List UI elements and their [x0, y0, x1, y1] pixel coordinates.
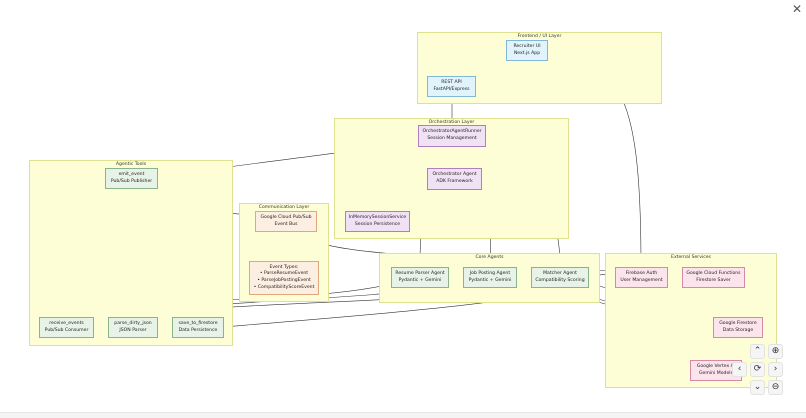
node-subtitle: Compatibility Scoring	[535, 277, 585, 283]
node-subtitle: Data Storage	[722, 327, 754, 333]
node-subtitle: Next.js App	[513, 50, 541, 56]
node-title: Orchestrator Agent	[432, 172, 477, 178]
node-save-to-firestore[interactable]: save_to_firestore Data Persistence	[172, 317, 224, 338]
node-receive-events[interactable]: receive_events Pub/Sub Consumer	[39, 317, 94, 338]
chevron-down-icon: ⌄	[753, 382, 762, 392]
node-parse-dirty-json[interactable]: parse_dirty_json JSON Parser	[108, 317, 158, 338]
group-label: Agentic Tools	[115, 162, 147, 167]
pan-right-button[interactable]: ›	[768, 362, 783, 377]
group-label: External Services	[671, 255, 711, 260]
node-subtitle: Data Persistence	[178, 327, 218, 333]
zoom-out-icon: ⊖	[771, 382, 780, 392]
node-subtitle: Pydantic + Gemini	[398, 277, 442, 283]
node-resume-parser[interactable]: Resume Parser Agent Pydantic + Gemini	[391, 267, 449, 288]
node-orchestrator-runner[interactable]: OrchestratorAgentRunner Session Manageme…	[418, 125, 486, 147]
node-title: InMemorySessionService	[348, 214, 407, 220]
zoom-in-icon: ⊕	[771, 346, 780, 356]
node-emit-event[interactable]: emit_event Pub/Sub Publisher	[105, 168, 158, 189]
node-orchestrator-agent[interactable]: Orchestrator Agent ADK Framework	[427, 168, 482, 190]
node-subtitle: Pydantic + Gemini	[468, 277, 512, 283]
node-subtitle: Gemini Models	[699, 370, 733, 376]
node-subtitle: Session Persistence	[354, 221, 401, 227]
node-subtitle: JSON Parser	[119, 327, 147, 333]
node-line: • CompatibilityScoreEvent	[253, 284, 315, 290]
node-title: receive_events	[49, 320, 84, 326]
node-subtitle: Event Bus	[274, 221, 298, 227]
node-subtitle: FastAPI/Express	[433, 86, 470, 92]
node-event-types[interactable]: Event Types: • ParseResumeEvent • ParseJ…	[249, 261, 319, 295]
node-title: Recruiter UI	[513, 43, 541, 49]
node-line: • ParseResumeEvent	[259, 271, 309, 277]
close-button[interactable]: ✕	[790, 2, 804, 16]
bottom-scrollbar[interactable]	[0, 412, 806, 418]
node-title: save_to_firestore	[178, 320, 218, 326]
group-label: Core Agents	[475, 255, 504, 260]
group-tools: Agentic Tools	[29, 160, 233, 346]
node-cloud-functions[interactable]: Google Cloud Functions Firestore Saver	[682, 267, 745, 288]
pan-up-button[interactable]: ⌃	[750, 344, 765, 359]
node-subtitle: Pub/Sub Publisher	[110, 178, 153, 184]
node-line: • ParseJobPostingEvent	[257, 278, 311, 283]
node-pubsub[interactable]: Google Cloud Pub/Sub Event Bus	[255, 211, 317, 232]
group-label: Frontend / UI Layer	[517, 34, 562, 39]
node-title: Google Cloud Functions	[686, 270, 741, 276]
node-vertex-ai[interactable]: Google Vertex AI Gemini Models	[690, 360, 742, 381]
chevron-left-icon: ‹	[737, 364, 742, 374]
node-subtitle: ADK Framework	[436, 179, 473, 184]
node-rest-api[interactable]: REST API FastAPI/Express	[427, 76, 476, 97]
node-firestore[interactable]: Google Firestore Data Storage	[713, 317, 763, 338]
node-title: Google Vertex AI	[696, 363, 736, 369]
node-title: Matcher Agent	[543, 270, 577, 276]
node-recruiter-ui[interactable]: Recruiter UI Next.js App	[506, 40, 548, 61]
close-icon: ✕	[791, 2, 803, 16]
node-subtitle: Session Management	[427, 136, 477, 141]
group-label: Orchestration Layer	[428, 120, 475, 125]
node-title: Event Types:	[269, 264, 299, 270]
node-title: Google Cloud Pub/Sub	[260, 214, 312, 220]
node-title: parse_dirty_json	[114, 320, 152, 326]
node-session-service[interactable]: InMemorySessionService Session Persisten…	[345, 211, 410, 232]
node-subtitle: User Management	[620, 277, 663, 283]
pan-down-button[interactable]: ⌄	[750, 380, 765, 395]
node-title: Resume Parser Agent	[395, 270, 445, 276]
node-title: emit_event	[118, 171, 145, 177]
node-title: Firebase Auth	[625, 270, 658, 276]
zoom-in-button[interactable]: ⊕	[768, 344, 783, 359]
node-title: Job Posting Agent	[469, 270, 511, 276]
node-firebase-auth[interactable]: Firebase Auth User Management	[615, 267, 668, 288]
node-job-posting[interactable]: Job Posting Agent Pydantic + Gemini	[463, 267, 517, 288]
group-label: Communication Layer	[258, 205, 310, 210]
node-subtitle: Pub/Sub Consumer	[44, 327, 89, 333]
node-title: OrchestratorAgentRunner	[422, 129, 482, 135]
chevron-right-icon: ›	[773, 364, 778, 374]
node-title: Google Firestore	[719, 320, 757, 326]
node-matcher[interactable]: Matcher Agent Compatibility Scoring	[531, 267, 589, 288]
node-title: REST API	[441, 79, 462, 85]
node-subtitle: Firestore Saver	[696, 277, 731, 283]
reset-view-button[interactable]: ⟳	[750, 362, 765, 377]
chevron-up-icon: ⌃	[753, 346, 762, 356]
zoom-out-button[interactable]: ⊖	[768, 380, 783, 395]
reset-icon: ⟳	[753, 364, 762, 374]
pan-left-button[interactable]: ‹	[732, 362, 747, 377]
